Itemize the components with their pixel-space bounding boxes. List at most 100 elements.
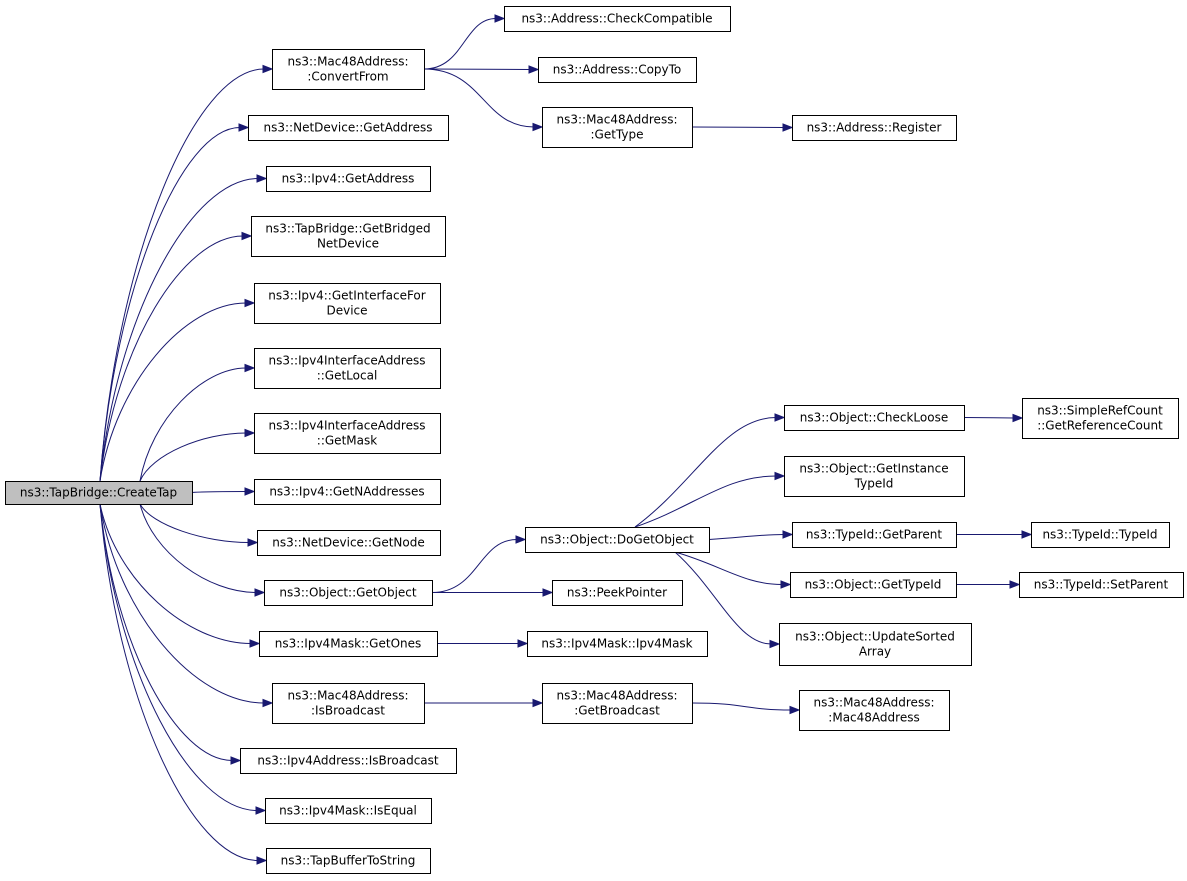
node-box [266,848,431,874]
arrowhead-icon [244,363,256,373]
node-box [538,57,697,83]
node-label: ns3::NetDevice::GetNode [272,536,424,550]
node-createtap[interactable]: ns3::TapBridge::CreateTap [5,481,193,505]
node-box [248,115,449,141]
node-label: Array [859,645,891,659]
node-label: ns3::SimpleRefCount [1037,404,1163,418]
node-box [1022,398,1179,439]
node-label: ns3::Mac48Address: [288,689,409,703]
node-ipv4_getaddress[interactable]: ns3::Ipv4::GetAddress [266,166,431,192]
node-label: ns3::Object::GetObject [279,586,417,600]
node-label: ns3::NetDevice::GetAddress [264,121,433,135]
node-getobject[interactable]: ns3::Object::GetObject [264,580,433,606]
node-label: ns3::TapBufferToString [281,854,416,868]
edge-getbroadcast-to-mac48_ctor [691,702,792,711]
node-mac_gettype[interactable]: ns3::Mac48Address::GetType [542,107,693,148]
edge-dogetobject-to-getinstancetypeid [634,475,777,528]
node-label: ::GetLocal [317,369,378,383]
node-box [784,405,965,431]
node-ipv4mask_ctor[interactable]: ns3::Ipv4Mask::Ipv4Mask [527,631,708,657]
node-label: ns3::Ipv4InterfaceAddress [269,419,426,433]
edge-convertfrom-to-checkcompatible [423,18,497,70]
arrowhead-icon [244,487,256,496]
node-typeid_getparent[interactable]: ns3::TypeId::GetParent [792,522,957,548]
edge-createtap-to-isequal [99,503,258,811]
node-peekpointer[interactable]: ns3::PeekPointer [552,580,683,606]
node-box [527,631,708,657]
node-netdev_getaddress[interactable]: ns3::NetDevice::GetAddress [248,115,449,141]
node-box [272,49,425,90]
arrowhead-icon [230,756,242,765]
arrowhead-icon [515,535,527,544]
arrowhead-icon [532,698,544,708]
node-setparent[interactable]: ns3::TypeId::SetParent [1019,572,1184,598]
node-label: ns3::Ipv4::GetAddress [282,172,415,186]
node-getlocal[interactable]: ns3::Ipv4InterfaceAddress::GetLocal [254,348,441,389]
node-isequal[interactable]: ns3::Ipv4Mask::IsEqual [265,798,432,824]
arrowhead-icon [494,14,506,23]
node-getones[interactable]: ns3::Ipv4Mask::GetOnes [259,631,438,657]
node-box [5,481,193,505]
node-label: ns3::Mac48Address: [814,696,935,710]
node-label: TypeId [854,477,894,491]
node-label: :ConvertFrom [307,70,388,84]
node-getmask[interactable]: ns3::Ipv4InterfaceAddress::GetMask [254,413,441,454]
node-box [1019,572,1184,598]
edge-createtap-to-getinterfacefor [99,302,247,482]
node-register[interactable]: ns3::Address::Register [792,115,957,141]
arrowhead-icon [249,639,261,648]
node-object_gettypeid[interactable]: ns3::Object::GetTypeId [790,572,957,598]
node-box [790,572,957,598]
edge-createtap-to-mac_isbroadcast [99,503,265,704]
node-label: ::GetMask [317,434,377,448]
node-mac_isbroadcast[interactable]: ns3::Mac48Address::IsBroadcast [272,683,425,724]
node-box [504,6,731,32]
node-getnaddresses[interactable]: ns3::Ipv4::GetNAddresses [254,479,441,505]
node-label: ns3::Object::GetTypeId [805,578,942,592]
arrowhead-icon [782,123,794,132]
edge-createtap-to-convertfrom [99,68,265,482]
node-getreferencecount[interactable]: ns3::SimpleRefCount::GetReferenceCount [1022,398,1179,439]
node-box [272,683,425,724]
edge-createtap-to-getmask [139,432,247,482]
node-dogetobject[interactable]: ns3::Object::DoGetObject [525,527,710,553]
node-label: Device [326,304,367,318]
edge-dogetobject-to-checkloose [634,417,777,528]
arrowhead-icon [789,705,801,715]
arrowhead-icon [256,174,268,183]
node-tapbuffertostring[interactable]: ns3::TapBufferToString [266,848,431,874]
node-box [254,283,441,324]
arrowhead-icon [254,588,266,597]
node-ipv4addr_isbroadcast[interactable]: ns3::Ipv4Address::IsBroadcast [240,748,457,774]
edge-dogetobject-to-typeid_getparent [708,534,785,540]
node-typeid_ctor[interactable]: ns3::TypeId::TypeId [1031,522,1170,548]
node-convertfrom[interactable]: ns3::Mac48Address::ConvertFrom [272,49,425,90]
node-box [1031,522,1170,548]
node-label: ns3::TapBridge::CreateTap [20,486,177,500]
node-box [254,348,441,389]
node-box [254,413,441,454]
node-label: ns3::TapBridge::GetBridged [265,222,430,236]
node-box [525,527,710,553]
node-checkcompatible[interactable]: ns3::Address::CheckCompatible [504,6,731,32]
node-mac48_ctor[interactable]: ns3::Mac48Address::Mac48Address [799,690,950,731]
node-checkloose[interactable]: ns3::Object::CheckLoose [784,405,965,431]
arrowhead-icon [769,639,781,649]
node-getbroadcast[interactable]: ns3::Mac48Address::GetBroadcast [542,683,693,724]
nodes-layer: ns3::TapBridge::CreateTapns3::Mac48Addre… [5,6,1184,874]
arrowhead-icon [782,530,794,539]
edge-checkloose-to-getreferencecount [963,417,1015,419]
edge-getobject-to-dogetobject [431,539,518,593]
node-copyto[interactable]: ns3::Address::CopyTo [538,57,697,83]
node-getnode[interactable]: ns3::NetDevice::GetNode [257,530,441,556]
edge-createtap-to-getnode [139,503,250,543]
node-label: ns3::Object::GetInstance [799,462,948,476]
node-label: :GetBroadcast [574,704,660,718]
edge-createtap-to-netdev_getaddress [99,127,241,482]
node-label: ns3::Object::UpdateSorted [795,630,955,644]
edge-createtap-to-ipv4_getaddress [99,178,259,482]
